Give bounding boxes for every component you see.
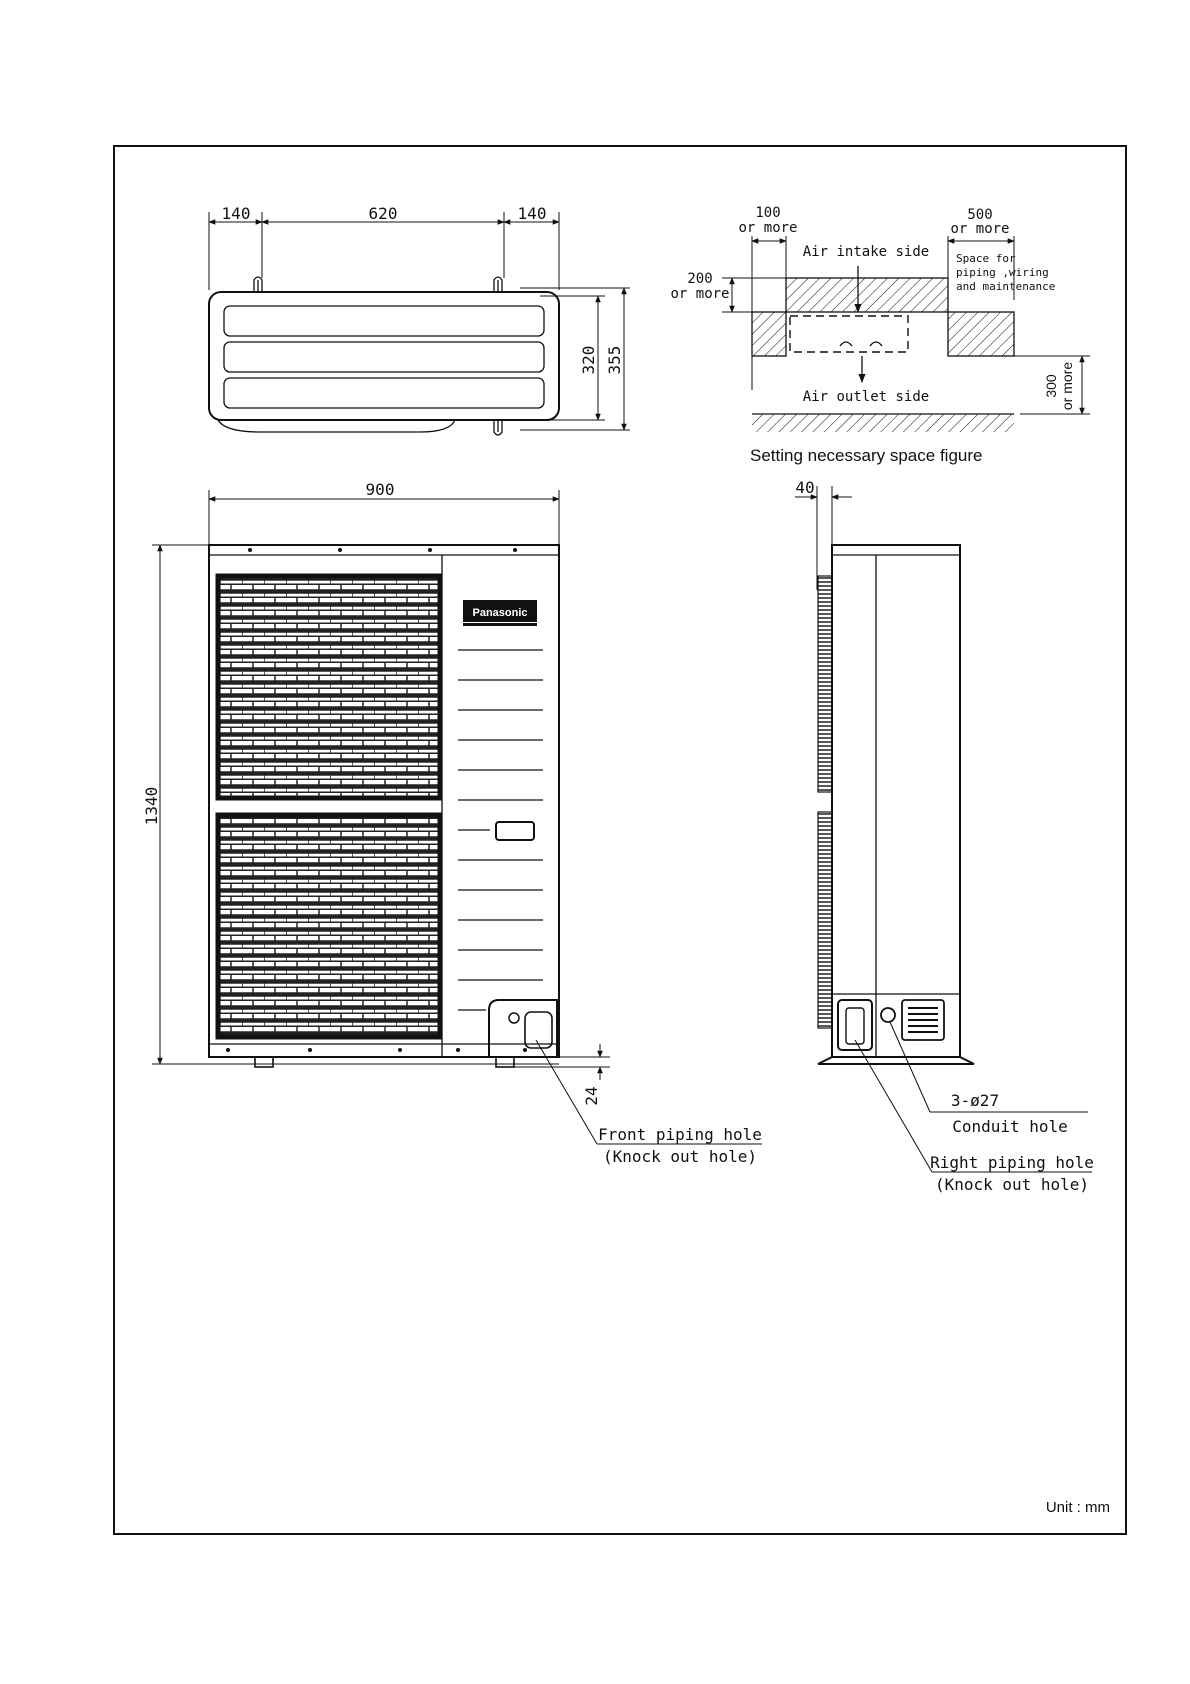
dim-320: 320 — [579, 346, 598, 375]
ground-hatch — [752, 414, 1014, 432]
service-space-label-2: piping ,wiring — [956, 266, 1049, 279]
dim-40: 40 — [795, 478, 814, 497]
top-view-body — [209, 292, 559, 420]
dim-620: 620 — [369, 204, 398, 223]
left-wall — [752, 312, 786, 356]
space-figure: 100 or more 500 or more Air intake side … — [670, 205, 1090, 465]
top-view: 140 620 140 320 355 — [209, 204, 630, 435]
front-view: 900 1340 Panasonic — [142, 480, 762, 1166]
heat-exchanger-fins-lower — [818, 812, 832, 1028]
dim-500-suffix: or more — [950, 221, 1009, 237]
dim-100-suffix: or more — [738, 220, 797, 236]
dim-900: 900 — [366, 480, 395, 499]
dim-355: 355 — [605, 346, 624, 375]
inspection-window — [496, 822, 534, 840]
dim-1340: 1340 — [142, 787, 161, 826]
right-piping-hole-sublabel: (Knock out hole) — [935, 1175, 1089, 1194]
dim-140-right: 140 — [518, 204, 547, 223]
unit-outline — [790, 316, 908, 352]
brand-logo-text: Panasonic — [472, 607, 527, 619]
unit-label: Unit : mm — [1046, 1499, 1110, 1516]
dim-200-value: 200 — [687, 271, 712, 287]
front-piping-hole-sublabel: (Knock out hole) — [603, 1147, 757, 1166]
dim-300-value: 300 — [1043, 374, 1059, 398]
space-figure-caption: Setting necessary space figure — [750, 446, 982, 465]
right-piping-hole-label: Right piping hole — [930, 1153, 1094, 1172]
fan-grille-upper — [218, 576, 440, 798]
conduit-hole — [881, 1008, 895, 1022]
side-view: 40 3-ø27 Conduit hole — [795, 478, 1094, 1194]
front-piping-knockout — [525, 1012, 552, 1048]
air-outlet-label: Air outlet side — [803, 389, 929, 405]
air-intake-label: Air intake side — [803, 244, 929, 260]
fan-grille-lower — [218, 815, 440, 1037]
conduit-hole-label: Conduit hole — [952, 1117, 1068, 1136]
dim-300-suffix: or more — [1059, 362, 1075, 410]
heat-exchanger-fins-upper — [818, 576, 832, 792]
conduit-size-label: 3-ø27 — [951, 1091, 999, 1110]
side-view-body — [832, 545, 960, 1057]
right-wall — [948, 312, 1014, 356]
dim-24: 24 — [582, 1086, 601, 1105]
dim-100-value: 100 — [755, 205, 780, 221]
rear-wall — [786, 278, 948, 312]
service-space-label-3: and maintenance — [956, 280, 1055, 293]
front-piping-hole-label: Front piping hole — [598, 1125, 762, 1144]
service-space-label-1: Space for — [956, 252, 1016, 265]
dim-200-suffix: or more — [670, 286, 729, 302]
dim-140-left: 140 — [222, 204, 251, 223]
